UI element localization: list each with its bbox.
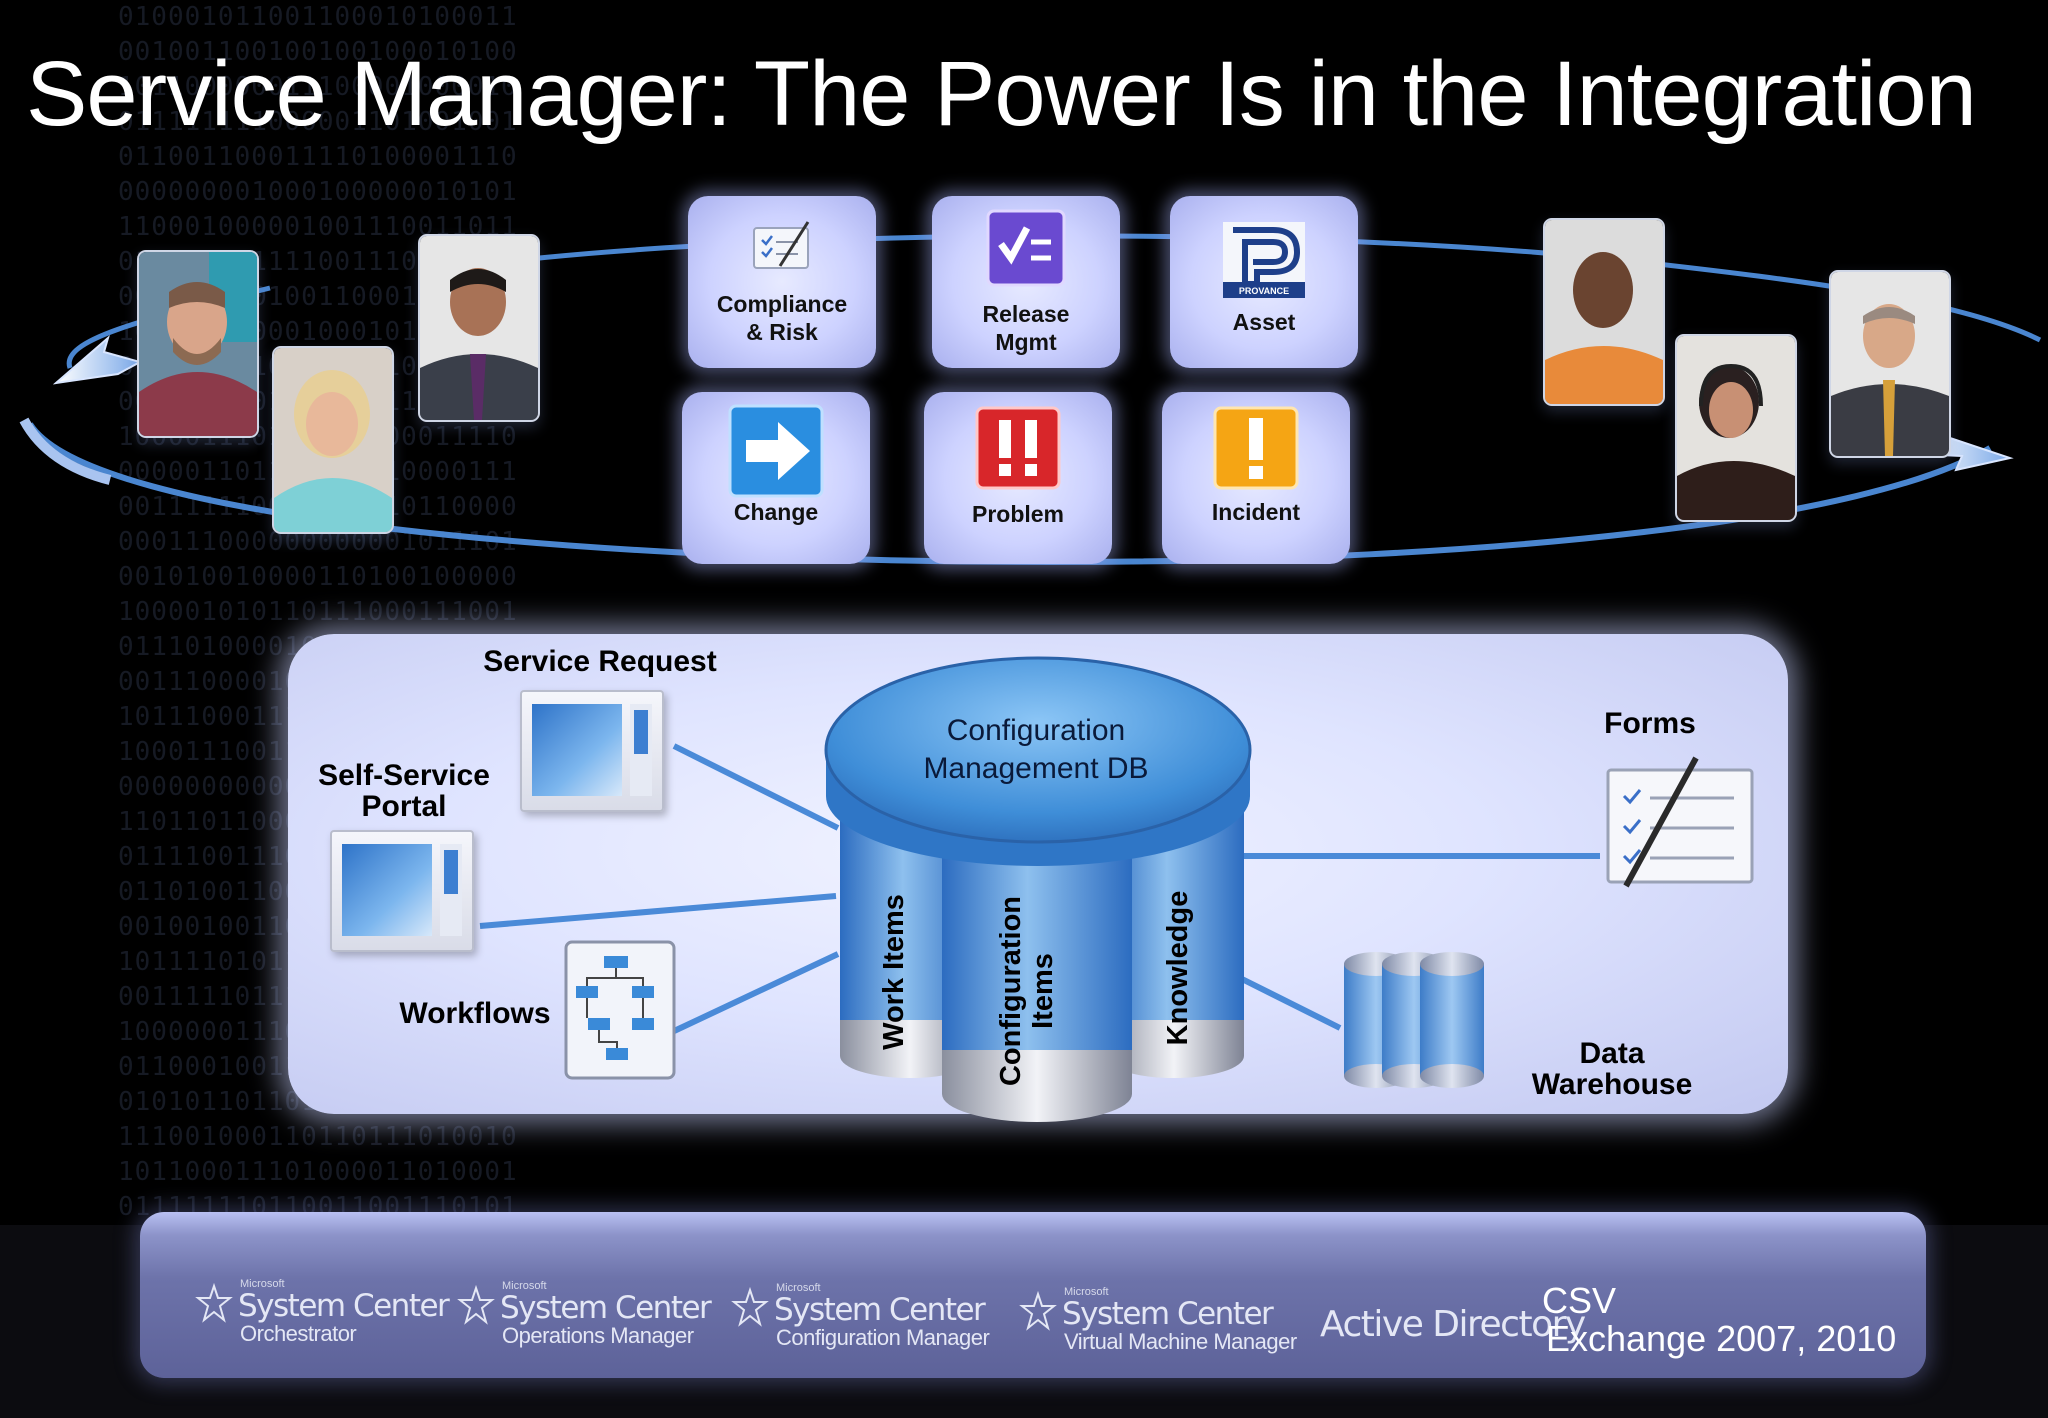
tile-label: Release Mgmt (982, 301, 1070, 355)
page-title: Service Manager: The Power Is in the Int… (26, 43, 1977, 145)
arrow-left-icon (52, 335, 143, 385)
tile-asset: PROVANCE Asset (1170, 196, 1358, 368)
system-center-glyph-icon (1019, 1290, 1057, 1331)
knowledge-label: Knowledge (1162, 890, 1194, 1046)
tile-release-mgmt: Release Mgmt (932, 196, 1120, 368)
system-center-configuration-manager-logo: Microsoft System Center Configuration Ma… (730, 1282, 990, 1350)
tile-label: Incident (1211, 499, 1301, 525)
orbit-lower-left-cap (19, 417, 112, 485)
connector-lines (479, 743, 1600, 1035)
svg-text:PROVANCE: PROVANCE (1239, 286, 1289, 296)
active-directory-logo: Active Directory (1320, 1304, 1586, 1345)
system-center-glyph-icon (195, 1282, 233, 1323)
tile-compliance-risk: Compliance & Risk (688, 196, 876, 368)
tile-label: Compliance & Risk (716, 291, 848, 345)
checkbox-list-icon (986, 209, 1066, 287)
csv-label: CSV (1542, 1280, 1617, 1321)
system-center-virtual-machine-manager-logo: Microsoft System Center Virtual Machine … (1018, 1286, 1297, 1354)
configuration-items-label: Configuration Items (995, 895, 1059, 1087)
data-warehouse-icon (1344, 952, 1484, 1088)
integrations-footer-bar (140, 1212, 1926, 1378)
system-center-glyph-icon (457, 1284, 495, 1325)
service-request-label: Service Request (483, 645, 717, 678)
arrow-right-icon (728, 404, 824, 498)
exclamation-icon (1213, 406, 1299, 490)
tile-change: Change (682, 392, 870, 564)
exchange-label: Exchange 2007, 2010 (1546, 1318, 1897, 1359)
double-exclamation-icon (975, 406, 1061, 490)
self-service-portal-label: Self-Service Portal (318, 759, 490, 823)
system-center-glyph-icon (731, 1286, 769, 1327)
person-photo-bearded-man (137, 250, 259, 438)
form-pen-icon (1606, 756, 1754, 888)
checklist-pen-icon (753, 221, 810, 269)
tile-label: Change (733, 499, 819, 525)
provance-logo-icon: PROVANCE (1223, 222, 1305, 298)
data-warehouse-label: Data Warehouse (1531, 1037, 1693, 1101)
person-photo-man-on-phone (418, 234, 540, 422)
cmdb-label: Configuration Management DB (923, 714, 1149, 785)
workflow-icon (564, 940, 676, 1080)
service-request-window-icon (520, 690, 664, 812)
tile-incident: Incident (1162, 392, 1350, 564)
person-photo-headset-woman (1675, 334, 1797, 522)
cmdb-cylinder-cluster (824, 656, 1252, 1122)
person-photo-businessman (1829, 270, 1951, 458)
tile-label: Problem (971, 501, 1065, 527)
person-photo-smiling-man (1543, 218, 1665, 406)
system-center-orchestrator-logo: Microsoft System Center Orchestrator (194, 1278, 450, 1346)
system-center-operations-manager-logo: Microsoft System Center Operations Manag… (456, 1280, 712, 1348)
workflows-label: Workflows (399, 997, 551, 1030)
person-photo-blonde-woman (272, 346, 394, 534)
self-service-portal-window-icon (330, 830, 474, 952)
forms-label: Forms (1604, 707, 1696, 740)
work-items-label: Work Items (878, 894, 910, 1050)
tile-problem: Problem (924, 392, 1112, 564)
tile-label: Asset (1232, 309, 1296, 335)
